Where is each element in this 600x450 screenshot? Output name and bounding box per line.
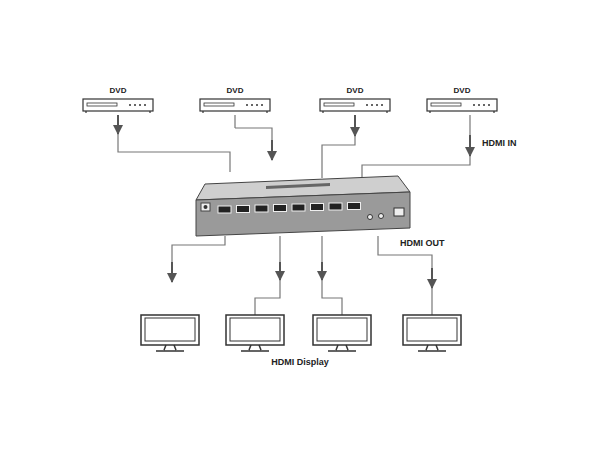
input-cable bbox=[118, 134, 230, 172]
output-cable bbox=[172, 236, 225, 262]
port-label: HDMI IN bbox=[482, 138, 517, 149]
input-cable bbox=[235, 115, 272, 158]
input-arrow bbox=[271, 140, 273, 160]
hdmi-displays bbox=[141, 315, 461, 351]
input-cable bbox=[362, 156, 470, 177]
output-arrow bbox=[279, 262, 281, 280]
output-arrow bbox=[171, 262, 173, 282]
display-monitor bbox=[313, 315, 371, 351]
dvd-player: DVD bbox=[195, 86, 275, 114]
hdmi-port bbox=[311, 204, 324, 211]
dvd-body bbox=[426, 98, 498, 114]
hdmi-port bbox=[274, 205, 287, 212]
device-name: DVD bbox=[347, 86, 364, 96]
device-name: DVD bbox=[110, 86, 127, 96]
dvd-body bbox=[319, 98, 391, 114]
dvd-player: DVD bbox=[315, 86, 395, 114]
input-cable bbox=[322, 136, 355, 178]
display-monitor bbox=[141, 315, 199, 351]
output-arrow bbox=[431, 268, 433, 288]
device-name: DVD bbox=[227, 86, 244, 96]
input-arrow bbox=[354, 115, 356, 136]
hdmi-port bbox=[292, 204, 305, 211]
display-monitor bbox=[403, 315, 461, 351]
dvd-body bbox=[199, 98, 271, 114]
hdmi-matrix-device bbox=[196, 176, 410, 236]
output-arrow bbox=[321, 262, 323, 280]
hdmi-port bbox=[329, 203, 342, 210]
output-cable bbox=[279, 236, 280, 262]
hdmi-port bbox=[255, 205, 268, 212]
dvd-player: DVD bbox=[422, 86, 502, 114]
display-monitor bbox=[226, 315, 284, 351]
hdmi-port bbox=[348, 203, 361, 210]
port-label: HDMI OUT bbox=[400, 238, 445, 249]
output-cable bbox=[322, 280, 342, 315]
port-label: HDMI Display bbox=[271, 357, 329, 368]
dvd-player: DVD bbox=[78, 86, 158, 114]
hdmi-port bbox=[218, 206, 231, 213]
hdmi-port bbox=[237, 206, 250, 213]
device-name: DVD bbox=[454, 86, 471, 96]
input-arrow bbox=[117, 115, 119, 134]
output-cable bbox=[321, 236, 322, 262]
dvd-body bbox=[82, 98, 154, 114]
output-cable bbox=[255, 280, 280, 315]
hdmi-ports bbox=[218, 203, 361, 214]
device-jacks bbox=[368, 208, 405, 220]
output-cable bbox=[431, 288, 432, 315]
input-arrow bbox=[469, 135, 471, 156]
